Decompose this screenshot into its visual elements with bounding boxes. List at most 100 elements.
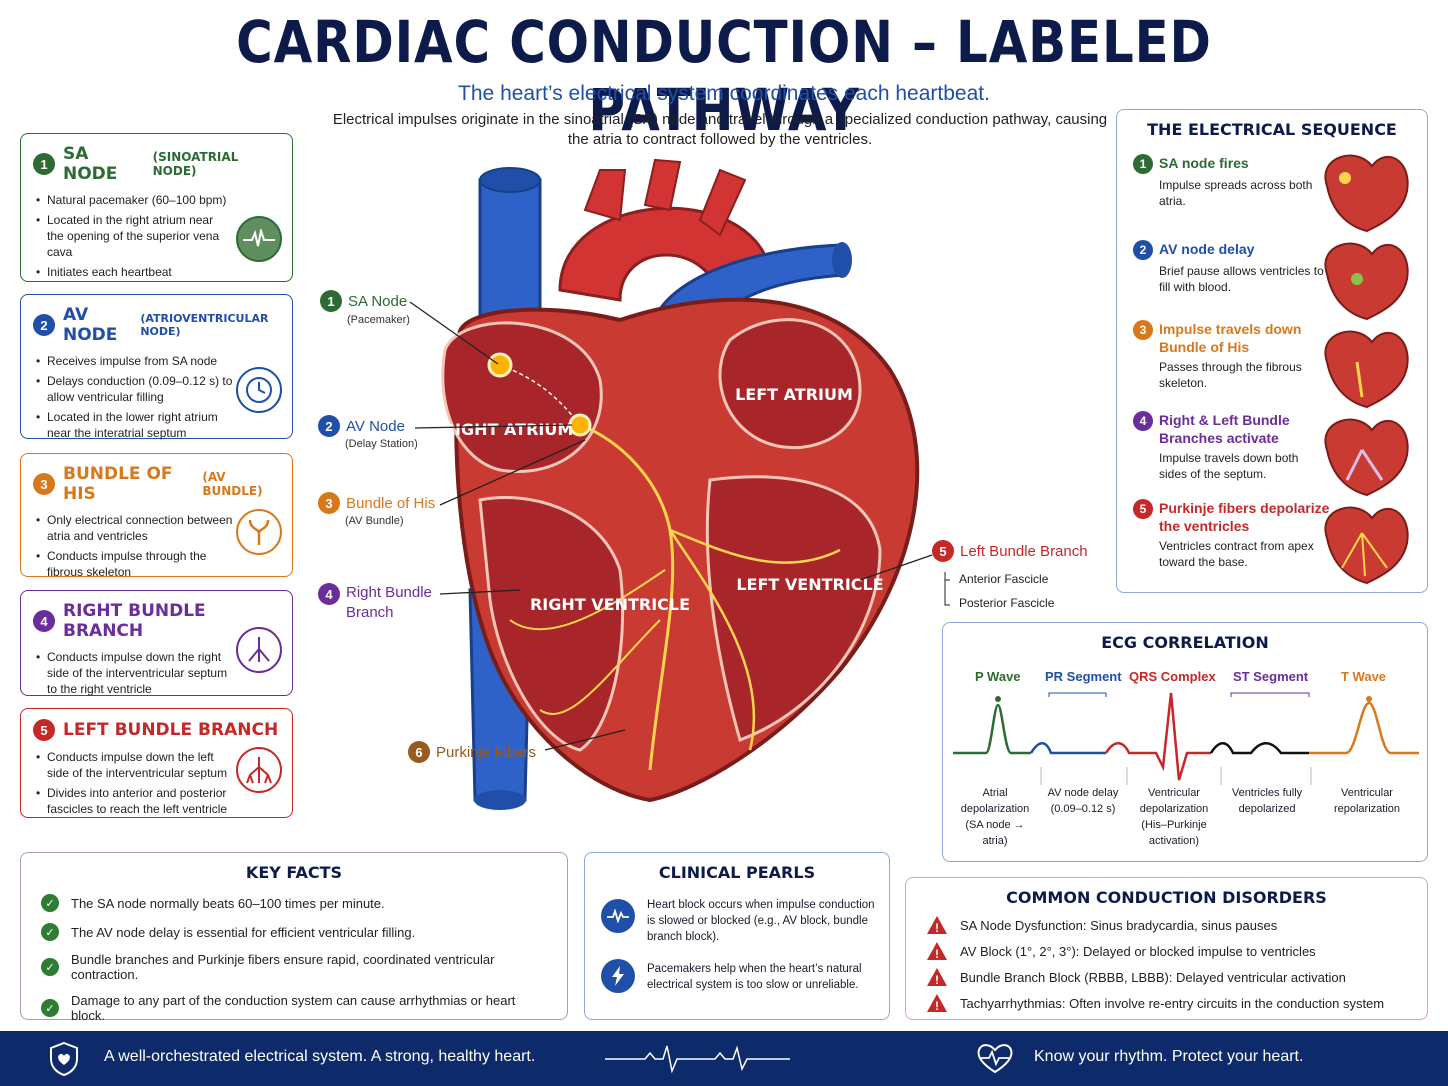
callout-name: Bundle of His: [346, 494, 436, 512]
callout-name: Purkinje Fibers: [436, 743, 537, 761]
fact-row: ✓The AV node delay is essential for effi…: [41, 923, 547, 941]
footer-right-text: Know your rhythm. Protect your heart.: [1034, 1048, 1304, 1065]
shield-heart-icon: [50, 1041, 78, 1077]
mini-heart-icon: [1324, 154, 1409, 233]
check-icon: ✓: [41, 894, 59, 912]
fascicle-posterior: Posterior Fascicle: [959, 596, 1055, 610]
callout-number: 6: [408, 741, 430, 763]
card-title-suffix: (AV BUNDLE): [202, 470, 263, 498]
svg-text:!: !: [935, 999, 939, 1013]
fact-row: ✓Damage to any part of the conduction sy…: [41, 993, 547, 1023]
mini-heart-icons: [1324, 154, 1409, 585]
heart-illustration: RIGHT ATRIUM LEFT ATRIUM RIGHT VENTRICLE…: [441, 158, 920, 810]
right-atrium-chamber: [441, 321, 603, 473]
callout-name: AV Node: [346, 417, 405, 435]
card-title-suffix: (ATRIOVENTRICULAR NODE): [140, 312, 269, 338]
left-ventricle-chamber: [705, 475, 882, 742]
ecg-shield-icon: [601, 899, 635, 933]
sequence-title: THE ELECTRICAL SEQUENCE: [1147, 120, 1397, 139]
footer-ecg-line-icon: [605, 1045, 790, 1073]
label-right-atrium: RIGHT ATRIUM: [443, 420, 574, 439]
card-number: 2: [33, 314, 55, 336]
callout-number: 1: [320, 290, 342, 312]
card-title: LEFT BUNDLE BRANCH: [63, 720, 279, 740]
card-bullet: Located in the lower right atrium near t…: [33, 409, 233, 441]
ecg-label-t-wave: T Wave: [1341, 669, 1387, 684]
callout-number: 2: [318, 415, 340, 437]
card-number: 3: [33, 473, 55, 495]
ecg-desc: Ventricular repolarization: [1333, 787, 1401, 815]
disorder-row: !AV Block (1°, 2°, 3°): Delayed or block…: [926, 941, 1407, 961]
card-sa-node: 1SA NODE(SINOATRIAL NODE) Natural pacema…: [20, 133, 293, 282]
card-bullet: Conducts impulse down the right side of …: [33, 649, 233, 697]
ecg-trace: [953, 692, 1419, 785]
card-bullet: Divides into anterior and posterior fasc…: [33, 785, 233, 817]
ecg-label-st-segment: ST Segment: [1233, 669, 1309, 684]
card-title: SA NODE: [63, 144, 118, 184]
right-ventricle-chamber: [478, 496, 625, 752]
mini-heart-icon: [1324, 506, 1409, 585]
callout-bundle-of-his: 3 Bundle of His: [318, 492, 435, 514]
callout-number: 4: [318, 583, 340, 605]
card-bullet: Receives impulse from SA node: [33, 353, 233, 369]
callout-number: 3: [318, 492, 340, 514]
conduction-disorders-panel: COMMON CONDUCTION DISORDERS !SA Node Dys…: [905, 877, 1428, 1020]
ecg-label-qrs-complex: QRS Complex: [1129, 669, 1216, 684]
intro-text: Electrical impulses originate in the sin…: [332, 111, 1108, 148]
branching-fibers-icon: [236, 747, 282, 793]
callout-sub: (Delay Station): [345, 438, 418, 450]
svg-text:!: !: [935, 947, 939, 961]
callout-purkinje-fibers: 6 Purkinje Fibers: [408, 741, 536, 763]
fascicle-anterior: Anterior Fascicle: [959, 572, 1049, 586]
callout-sa-node: 1 SA Node: [320, 290, 407, 312]
card-number: 1: [33, 153, 55, 175]
card-av-node: 2AV NODE(ATRIOVENTRICULAR NODE) Receives…: [20, 294, 293, 441]
card-bullet: Delays conduction (0.09–0.12 s) to allow…: [33, 373, 233, 405]
clinical-title: CLINICAL PEARLS: [658, 863, 816, 882]
left-atrium-chamber: [718, 318, 862, 450]
card-title: RIGHT BUNDLE BRANCH: [63, 601, 206, 641]
check-icon: ✓: [41, 958, 59, 976]
fact-row: ✓Bundle branches and Purkinje fibers ens…: [41, 952, 547, 982]
disorder-row: !SA Node Dysfunction: Sinus bradycardia,…: [926, 915, 1407, 935]
callout-lines: [409, 301, 950, 751]
mini-heart-icon: [1324, 330, 1409, 409]
page-title: CARDIAC CONDUCTION – LABELED PATHWAY: [236, 8, 1212, 144]
lightning-icon: [601, 959, 635, 993]
card-title: BUNDLE OF HIS: [63, 464, 173, 504]
mini-heart-icon: [1324, 418, 1409, 497]
page-subtitle: The heart’s electrical system coordinate…: [458, 82, 990, 105]
clinical-pearl-text: Heart block occurs when impulse conducti…: [647, 899, 875, 943]
heart-pulse-icon: [977, 1044, 1013, 1074]
sa-node-marker: [487, 352, 513, 378]
callout-number: 5: [932, 540, 954, 562]
check-icon: ✓: [41, 999, 59, 1017]
card-bullet: Conducts impulse through the fibrous ske…: [33, 548, 233, 580]
label-right-ventricle: RIGHT VENTRICLE: [530, 595, 690, 614]
clock-icon: [236, 367, 282, 413]
disorders-title: COMMON CONDUCTION DISORDERS: [1006, 888, 1327, 907]
clinical-pearls-panel: CLINICAL PEARLS Heart block occurs when …: [584, 852, 890, 1020]
svg-text:!: !: [935, 921, 939, 935]
mini-heart-icon: [1324, 242, 1409, 321]
label-left-atrium: LEFT ATRIUM: [735, 385, 853, 404]
callout-sub: (Pacemaker): [347, 314, 410, 326]
warning-icon: !: [927, 968, 947, 987]
callout-av-node: 2 AV Node: [318, 415, 405, 437]
label-left-ventricle: LEFT VENTRICLE: [736, 575, 883, 594]
clinical-pearl-text: Pacemakers help when the heart’s natural…: [647, 963, 862, 991]
card-number: 5: [33, 719, 55, 741]
ecg-desc: Ventricles fully depolarized: [1231, 787, 1303, 815]
conduction-pathway: [579, 423, 675, 771]
ecg-label-p-wave: P Wave: [975, 669, 1021, 684]
ecg-label-pr-segment: PR Segment: [1045, 669, 1122, 684]
card-bullet: Only electrical connection between atria…: [33, 512, 233, 544]
svg-text:!: !: [935, 973, 939, 987]
